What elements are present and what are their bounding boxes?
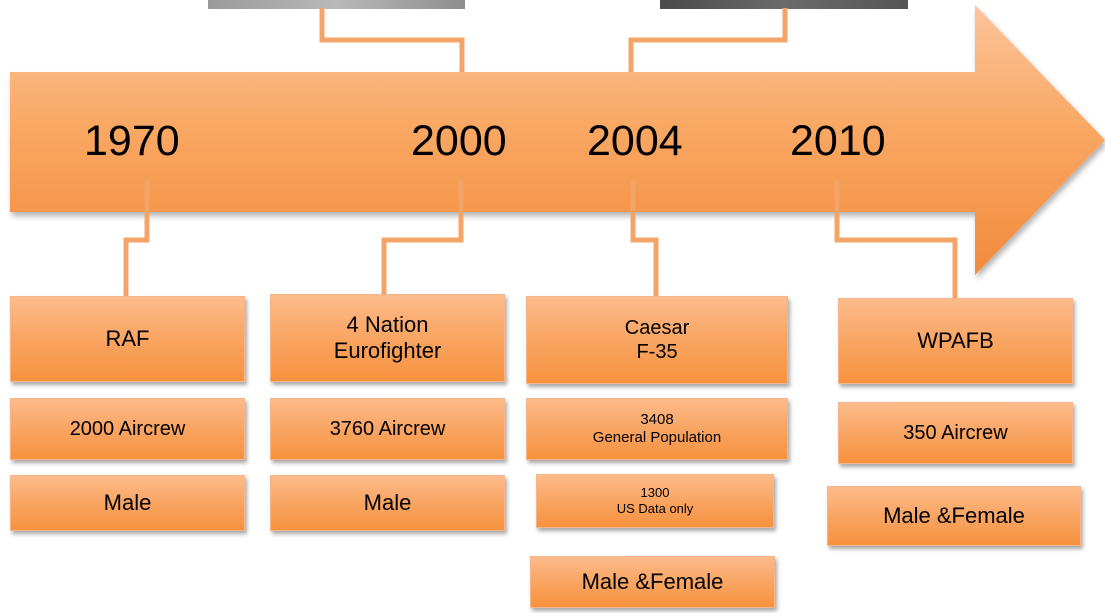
count-box-raf: 2000 Aircrew: [10, 398, 245, 460]
program-title-line2: Eurofighter: [333, 338, 442, 363]
year-label-2004: 2004: [587, 117, 683, 165]
gender-label: Male &Female: [883, 502, 1025, 528]
year-label-1970: 1970: [84, 117, 180, 165]
program-box-caesar: Caesar F-35: [526, 296, 788, 384]
gender-box-raf: Male: [10, 475, 245, 531]
us-label: US Data only: [616, 501, 694, 516]
count-box-eurofighter: 3760 Aircrew: [270, 398, 505, 460]
us-count: 1300: [640, 485, 670, 501]
gender-box-caesar: Male &Female: [530, 556, 775, 608]
count-box-wpafb: 350 Aircrew: [838, 402, 1073, 464]
program-title-line1: 4 Nation: [346, 311, 429, 337]
aircrew-count: 2000 Aircrew: [69, 418, 186, 440]
program-box-eurofighter: 4 Nation Eurofighter: [270, 294, 505, 382]
gender-box-wpafb: Male &Female: [827, 486, 1081, 546]
gender-label: Male: [363, 489, 412, 515]
connector-top-left: [319, 8, 465, 72]
count-box-caesar: 3408 General Population: [526, 398, 788, 460]
connector-1970: [123, 180, 150, 298]
program-title-line1: Caesar: [624, 317, 690, 339]
year-label-2010: 2010: [790, 117, 886, 165]
year-label-2000: 2000: [411, 117, 507, 165]
connector-top-right: [628, 8, 788, 72]
program-title: WPAFB: [917, 327, 994, 353]
connector-2000: [381, 180, 464, 300]
program-box-wpafb: WPAFB: [838, 298, 1073, 384]
connector-2010: [834, 180, 958, 300]
photo-thumbnail-left: [208, 0, 465, 9]
aircrew-count: 3760 Aircrew: [329, 418, 446, 440]
photo-thumbnail-right: [660, 0, 908, 9]
population-count: 3408: [640, 411, 674, 428]
count-box-caesar-us: 1300 US Data only: [536, 474, 774, 528]
gender-label: Male: [103, 489, 152, 515]
gender-box-eurofighter: Male: [270, 475, 505, 531]
connector-2004: [630, 180, 659, 300]
program-title: RAF: [105, 325, 150, 351]
program-box-raf: RAF: [10, 296, 245, 382]
aircrew-count: 350 Aircrew: [903, 422, 1008, 444]
program-title-line2: F-35: [636, 341, 678, 363]
gender-label: Male &Female: [581, 568, 724, 594]
population-label: General Population: [592, 429, 722, 446]
timeline-arrow: [10, 5, 1105, 275]
